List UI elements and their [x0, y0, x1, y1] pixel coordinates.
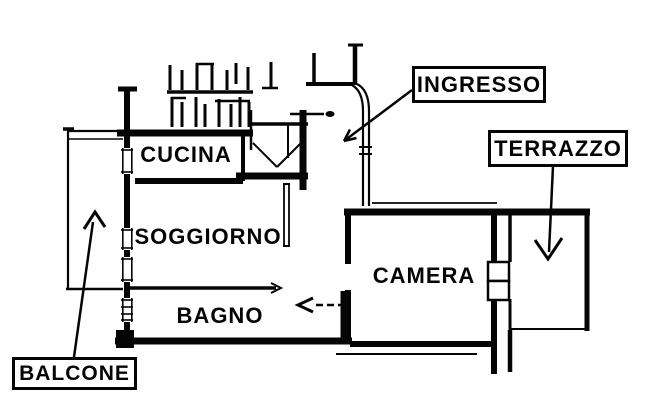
window-glyph — [121, 148, 133, 174]
terrace-outline — [507, 209, 590, 372]
room-label-cucina: CUCINA — [140, 142, 232, 167]
terrace-door — [486, 260, 511, 302]
room-label-camera: CAMERA — [372, 263, 476, 288]
entry-door-leaf — [290, 111, 335, 117]
hatched-party-wall — [167, 62, 278, 127]
entry-vestibule-walls — [236, 110, 308, 190]
bathroom-door-arrow — [294, 296, 345, 314]
bedroom-walls — [336, 202, 590, 374]
window-glyph — [121, 257, 133, 282]
exterior-west-wall — [118, 86, 137, 348]
callout-terrazzo: TERRAZZO — [488, 130, 628, 167]
room-label-bagno: BAGNO — [176, 303, 264, 328]
door-swing-lines — [252, 142, 302, 168]
entry-corridor-walls — [306, 43, 372, 206]
callout-balcone: BALCONE — [12, 357, 137, 390]
room-label-soggiorno: SOGGIORNO — [134, 224, 282, 249]
bathroom-walls — [126, 282, 346, 341]
window-glyph — [121, 228, 133, 250]
balcone-leader-arrow — [72, 209, 107, 358]
living-room-wall — [283, 183, 290, 247]
window-glyph — [121, 298, 133, 322]
south-wall — [115, 330, 352, 348]
callout-terrazzo-label: TERRAZZO — [494, 135, 622, 161]
balcony-outline — [63, 127, 123, 291]
callout-ingresso-label: INGRESSO — [416, 71, 542, 97]
terrazzo-leader-arrow — [533, 165, 564, 262]
callout-ingresso: INGRESSO — [412, 66, 546, 103]
ingresso-leader-arrow — [342, 89, 413, 143]
callout-balcone-label: BALCONE — [19, 361, 130, 385]
